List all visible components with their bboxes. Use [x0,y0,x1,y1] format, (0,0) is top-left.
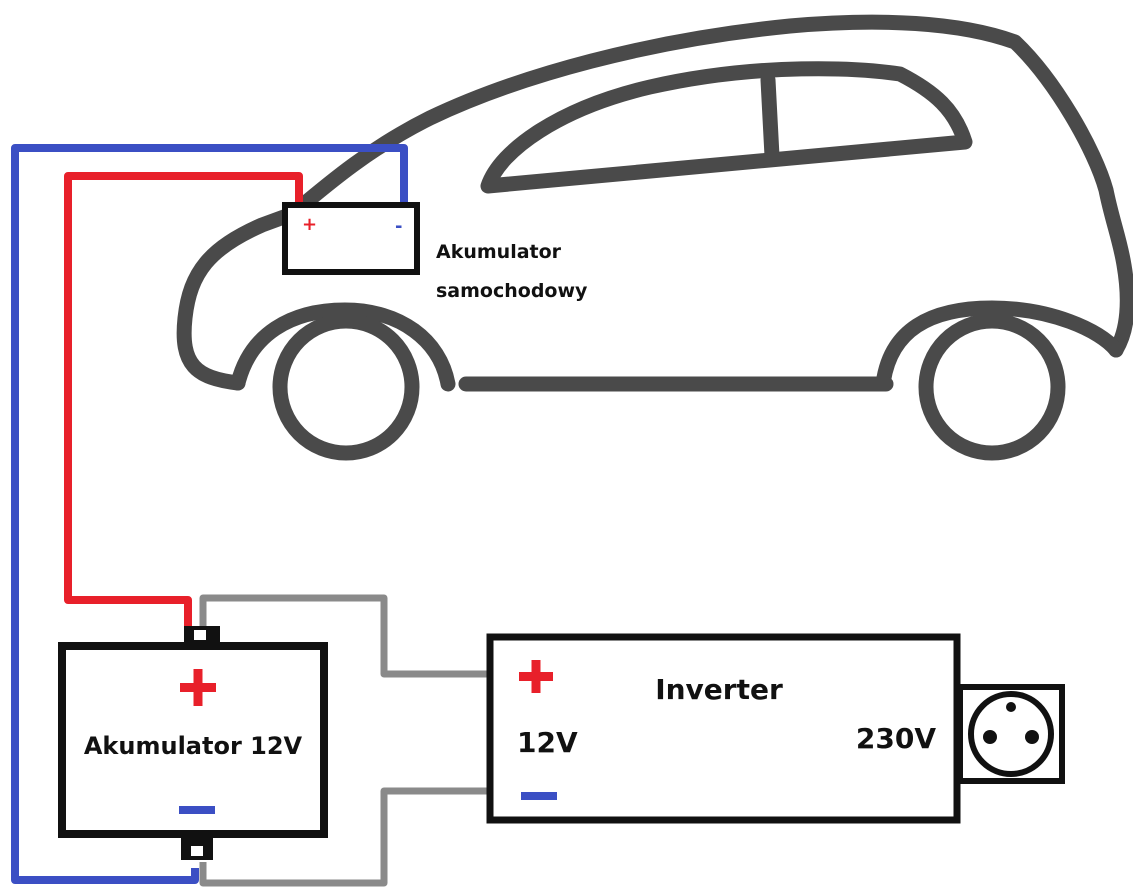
inverter-plus-icon-v [531,660,541,693]
inverter-title: Inverter [655,673,783,706]
car-outline [176,14,1133,392]
front-wheel-arch [230,302,456,392]
inverter-negative-wire [199,787,488,887]
rear-wheel [918,313,1066,461]
car-battery-box [282,202,420,275]
aux-battery-box [58,642,328,838]
car-window [480,61,973,194]
rear-wheel-arch [875,300,1124,392]
car-body-outline [176,14,1133,391]
aux-battery-bottom-terminal-inner [191,846,203,856]
car-battery-label-line1: Akumulator [436,241,562,263]
inverter-output-label: 230V [856,722,936,755]
positive-wire [64,172,303,628]
car-battery-plus: + [302,214,317,235]
front-wheel [272,313,420,461]
car-battery-minus: - [395,216,402,237]
inverter-minus-icon [521,792,557,800]
aux-battery-plus-icon-v [193,669,203,706]
aux-battery-label: Akumulator 12V [84,732,303,760]
aux-battery-minus-icon [179,806,215,814]
negative-wire [11,144,408,884]
car-battery-label-line2: samochodowy [436,280,588,302]
window-pillar [760,72,780,164]
inverter-input-label: 12V [517,726,578,759]
power-socket-icon [957,684,1065,784]
aux-battery-top-terminal-inner [194,630,206,640]
inverter-positive-wire [199,594,488,678]
